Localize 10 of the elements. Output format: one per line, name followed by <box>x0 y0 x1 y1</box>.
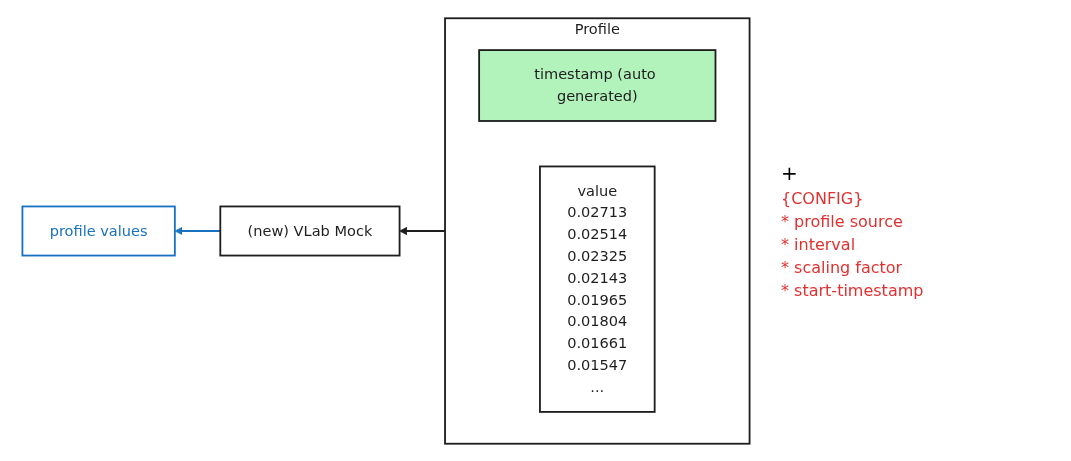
node-box: value 0.02713 0.02514 0.02325 0.02143 0.01965 0.01804 0.01661 0.01547 ... <box>538 165 656 413</box>
node-box: profile values <box>21 205 176 256</box>
plus-sign: + <box>781 161 799 185</box>
node-box: timestamp (auto generated) <box>477 48 716 122</box>
config-item: * profile source <box>781 212 904 231</box>
config-item: * scaling factor <box>781 258 904 277</box>
node-box: (new) VLab Mock <box>218 205 400 256</box>
config-item: * start-timestamp <box>781 281 925 300</box>
config-item: * interval <box>781 235 857 254</box>
config-heading: {CONFIG} <box>781 189 865 208</box>
